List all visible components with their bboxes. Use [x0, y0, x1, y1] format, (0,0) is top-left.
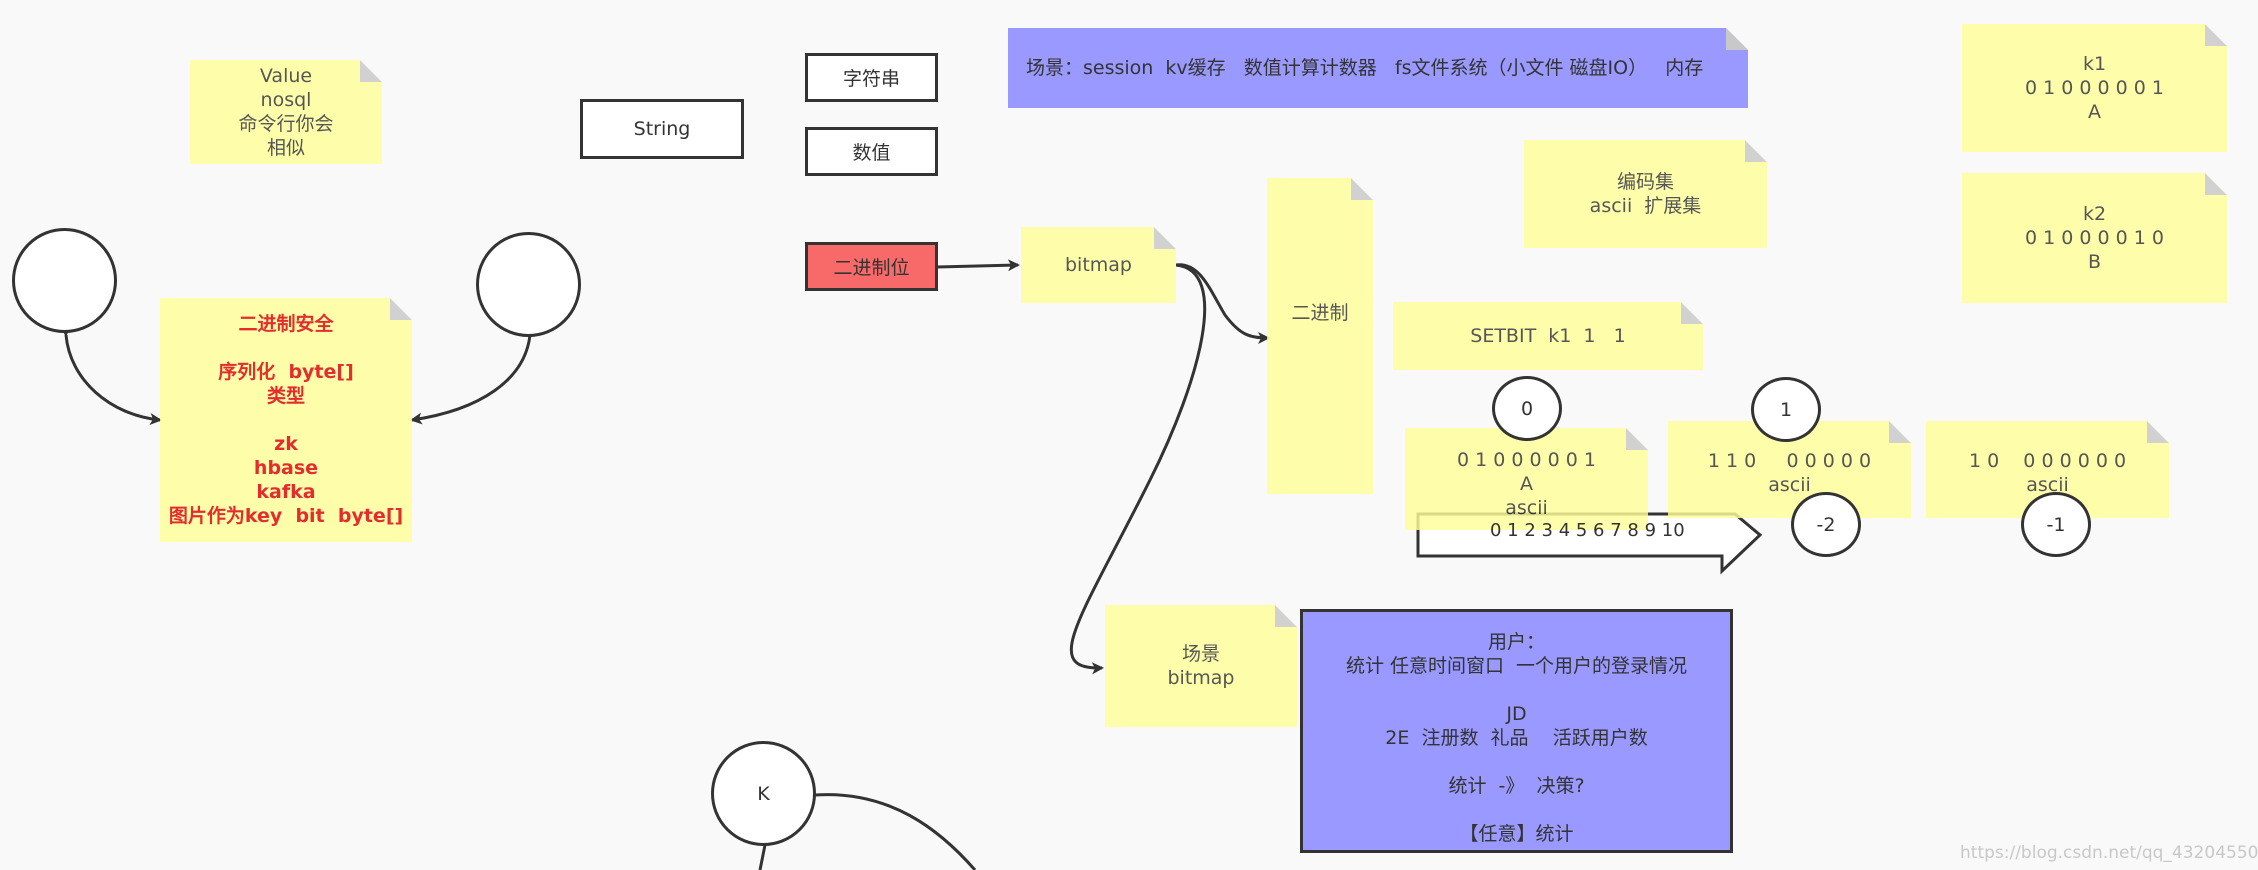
note-k2: k2 0 1 0 0 0 0 1 0 B: [1962, 173, 2227, 303]
circle-right: [476, 232, 581, 337]
note-scene-bitmap: 场景 bitmap: [1105, 605, 1297, 727]
byte-110-line: 1 1 0 0 0 0 0 0: [1707, 450, 1872, 472]
binary-bits-box: 二进制位: [805, 242, 938, 291]
connector-right-circle-to-note: [410, 324, 538, 425]
note-value-line: Value: [259, 65, 313, 87]
string-type-box: 字符串: [805, 53, 938, 102]
users-line: 【任意】统计: [1459, 823, 1574, 845]
circle-index-minus-1: -1: [2021, 492, 2091, 557]
note-value: Value nosql 命令行你会 相似: [190, 60, 382, 164]
note-scene-top: 场景：session kv缓存 数值计算计数器 fs文件系统（小文件 磁盘IO）…: [1008, 28, 1748, 108]
circle-index-1: 1: [1751, 377, 1821, 442]
bitmap-label: bitmap: [1064, 254, 1132, 276]
byte-10-line: ascii: [2026, 474, 2069, 496]
binary-safe-line: 类型: [266, 385, 305, 407]
circle-index-minus-2: -2: [1791, 492, 1861, 557]
scene-top-text: 场景：session kv缓存 数值计算计数器 fs文件系统（小文件 磁盘IO）…: [1026, 57, 1704, 79]
k1-line: k1: [2082, 53, 2107, 75]
note-encoding: 编码集 ascii 扩展集: [1524, 140, 1767, 248]
users-line: 用户：: [1487, 631, 1545, 653]
encoding-line: 编码集: [1616, 171, 1674, 193]
scene-bitmap-line: bitmap: [1167, 667, 1235, 689]
users-line: 统计 -》 决策?: [1448, 775, 1585, 797]
number-type-box: 数值: [805, 127, 938, 176]
k2-line: B: [2087, 251, 2102, 273]
note-k1: k1 0 1 0 0 0 0 0 1 A: [1962, 24, 2227, 152]
k1-line: 0 1 0 0 0 0 0 1: [2025, 77, 2164, 99]
circle-left: [12, 228, 117, 333]
note-binary: 二进制: [1267, 178, 1373, 494]
byte-110-line: ascii: [1768, 474, 1811, 496]
scene-bitmap-line: 场景: [1181, 643, 1220, 665]
circle-index-0: 0: [1492, 376, 1562, 441]
connector-binary-bits-to-bitmap: [936, 259, 1020, 272]
note-setbit: SETBIT k1 1 1: [1393, 302, 1703, 370]
binary-safe-line: 二进制安全: [238, 313, 334, 335]
note-value-line: 命令行你会: [238, 113, 334, 135]
users-box: 用户： 统计 任意时间窗口 一个用户的登录情况 JD 2E 注册数 礼品 活跃用…: [1300, 609, 1733, 853]
note-binary-safe: 二进制安全 序列化 byte[] 类型 zk hbase kafka 图片作为k…: [160, 298, 412, 542]
watermark: https://blog.csdn.net/qq_43204550: [1960, 843, 2258, 863]
binary-safe-line: 图片作为key bit byte[]: [168, 505, 404, 527]
byte-a-line: A: [1520, 473, 1533, 495]
note-byte-a: 0 1 0 0 0 0 0 1 A ascii: [1405, 428, 1648, 530]
binary-safe-line: zk: [274, 433, 298, 455]
connector-k-down: [758, 844, 767, 870]
binary-safe-line: hbase: [253, 457, 319, 479]
binary-label: 二进制: [1291, 302, 1349, 324]
note-value-line: nosql: [260, 89, 312, 111]
users-line: 2E 注册数 礼品 活跃用户数: [1385, 727, 1648, 749]
note-bitmap: bitmap: [1021, 227, 1176, 303]
connector-k-curve: [814, 793, 977, 870]
string-box: String: [580, 99, 744, 159]
binary-safe-line: 序列化 byte[]: [218, 361, 354, 383]
note-value-line: 相似: [266, 137, 305, 159]
connector-left-circle-to-note: [59, 324, 162, 425]
k2-line: 0 1 0 0 0 0 1 0: [2025, 227, 2164, 249]
connector-bitmap-to-binary: [1175, 263, 1270, 344]
setbit-text: SETBIT k1 1 1: [1470, 325, 1626, 347]
binary-safe-line: kafka: [256, 481, 316, 503]
encoding-line: ascii 扩展集: [1589, 195, 1702, 217]
k1-line: A: [2088, 101, 2101, 123]
users-line: JD: [1506, 703, 1527, 725]
byte-a-line: 0 1 0 0 0 0 0 1: [1457, 449, 1596, 471]
circle-k: K: [711, 741, 816, 846]
byte-a-line: ascii: [1505, 497, 1548, 519]
k2-line: k2: [2082, 203, 2107, 225]
users-line: 统计 任意时间窗口 一个用户的登录情况: [1345, 655, 1688, 677]
byte-10-line: 1 0 0 0 0 0 0 0: [1968, 450, 2127, 472]
index-arrow-label: 0 1 2 3 4 5 6 7 8 9 10: [1490, 520, 1685, 541]
